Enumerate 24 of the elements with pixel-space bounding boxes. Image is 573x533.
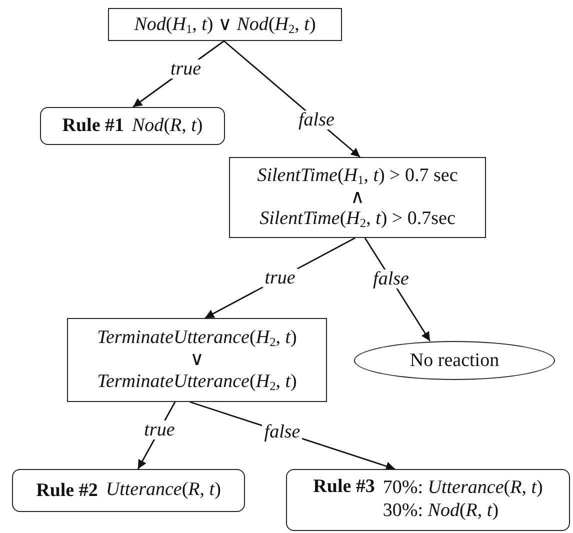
operator-symbol: ∧ (350, 186, 364, 208)
decision-box (108, 8, 342, 41)
condition-text: SilentTime(H$_{2}$, t) > 0.7sec (260, 208, 456, 230)
condition-text: TerminateUtterance(H$_{2}$, t) (97, 370, 297, 393)
terminal-text: No reaction (410, 350, 500, 372)
edge-label: true (262, 268, 298, 288)
edge-label: false (296, 110, 336, 130)
edge-label: false (371, 270, 411, 289)
rule-number: Rule #2 (36, 480, 98, 502)
decision-box (67, 318, 327, 402)
condition-text: Nod(H$_{1}$, t) ∨ Nod(H$_{2}$, t) (134, 14, 316, 36)
rule-text: Utterance(R, t) (106, 479, 221, 502)
edge-label: false (262, 422, 302, 442)
rule-text: 30%: Nod(R, t) (382, 500, 499, 523)
rule-number: Rule #1 (62, 115, 124, 137)
rule-number: Rule #3 (313, 476, 375, 498)
operator-symbol: ∨ (190, 349, 204, 371)
condition-text: TerminateUtterance(H$_{2}$, t) (97, 327, 297, 350)
edge-label: true (142, 420, 177, 440)
edge-label: true (168, 59, 204, 78)
decision-box (229, 157, 486, 238)
rule-text: Nod(R, t) (132, 114, 203, 138)
rule-text: 70%: Utterance(R, t) (382, 477, 543, 500)
condition-text: SilentTime(H$_{1}$, t) > 0.7 sec (257, 164, 458, 187)
